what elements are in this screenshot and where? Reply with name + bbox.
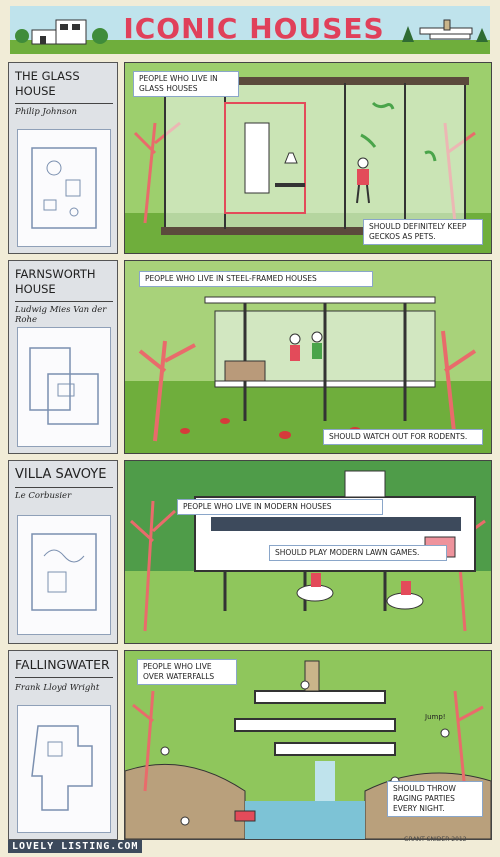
divider <box>15 301 113 302</box>
horse-rider-icon <box>296 573 424 610</box>
sidebar-fallingwater: Fallingwater Frank Lloyd Wright <box>8 650 118 840</box>
house-name: Villa Savoye <box>15 467 107 482</box>
person-figure <box>289 331 323 361</box>
caption-bottom: Should throw raging parties every night. <box>387 781 483 817</box>
fallingwater-icon <box>402 19 488 42</box>
panel-glass-house: The Glass House Philip Johnson <box>8 62 492 254</box>
sidebar-glass-house: The Glass House Philip Johnson <box>8 62 118 254</box>
architect-name: Philip Johnson <box>15 107 77 117</box>
house-name: Farnsworth House <box>15 267 96 296</box>
house-name: The Glass House <box>15 69 80 98</box>
floor-plan <box>17 515 111 635</box>
floor-plan-drawing <box>31 147 97 229</box>
footer-brand: LOVELY LISTING.COM <box>8 840 143 853</box>
speech-text: Jump! <box>425 713 446 721</box>
divider <box>15 487 113 488</box>
gecko-icon <box>360 101 437 162</box>
person-figure <box>356 157 370 204</box>
panel-villa-savoye: Villa Savoye Le Corbusier <box>8 460 492 644</box>
panel-farnsworth-house: Farnsworth House Ludwig Mies Van der Roh… <box>8 260 492 454</box>
floor-plan-drawing <box>29 347 99 425</box>
scene-farnsworth-house: People who live in steel-framed houses S… <box>124 260 492 454</box>
caption-bottom: Should watch out for rodents. <box>323 429 483 445</box>
caption-top: People who live over waterfalls <box>137 659 237 685</box>
caption-bottom: Should definitely keep geckos as pets. <box>363 219 483 245</box>
fallingwater-illustration <box>125 651 491 839</box>
sidebar-villa-savoye: Villa Savoye Le Corbusier <box>8 460 118 644</box>
caption-top: People who live in glass houses <box>133 71 239 97</box>
caption-bottom: Should play modern lawn games. <box>269 545 447 561</box>
scene-villa-savoye: People who live in modern houses Should … <box>124 460 492 644</box>
floor-plan <box>17 705 111 833</box>
scene-fallingwater: People who live over waterfalls Should t… <box>124 650 492 840</box>
architect-name: Frank Lloyd Wright <box>15 683 100 693</box>
header-landscape <box>10 6 490 54</box>
header-banner: Iconic Houses <box>10 6 490 54</box>
artist-signature: GRANT SNIDER 2012 <box>404 836 467 843</box>
architect-name: Le Corbusier <box>15 491 72 501</box>
panel-fallingwater: Fallingwater Frank Lloyd Wright <box>8 650 492 840</box>
house-icon <box>15 19 108 45</box>
caption-top: People who live in modern houses <box>177 499 383 515</box>
farnsworth-illustration <box>125 261 491 453</box>
house-name: Fallingwater <box>15 657 110 672</box>
caption-top: People who live in steel-framed houses <box>139 271 373 287</box>
floor-plan-drawing <box>31 533 97 611</box>
divider <box>15 103 113 104</box>
scene-glass-house: People who live in glass houses Should d… <box>124 62 492 254</box>
floor-plan <box>17 327 111 447</box>
floor-plan-drawing <box>31 725 93 811</box>
sidebar-farnsworth-house: Farnsworth House Ludwig Mies Van der Roh… <box>8 260 118 454</box>
floor-plan <box>17 129 111 247</box>
page-title: Iconic Houses <box>123 12 385 45</box>
architect-name: Ludwig Mies Van der Rohe <box>15 305 107 325</box>
divider <box>15 677 113 678</box>
